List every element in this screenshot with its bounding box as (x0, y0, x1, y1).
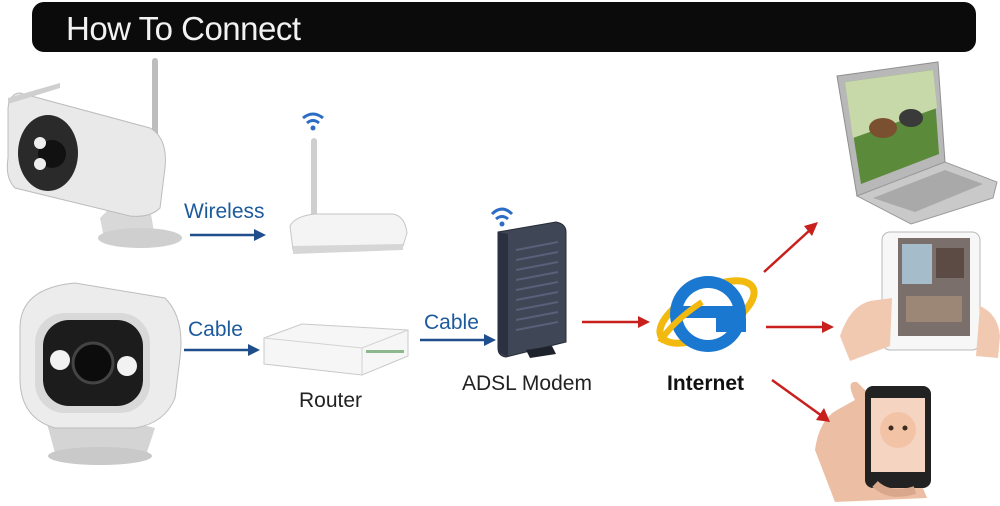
wireless-router-icon (289, 112, 408, 254)
wireless-camera-icon (6, 58, 182, 248)
arrow-modem-to-internet (582, 316, 650, 328)
arrow-wireless-to-router (190, 229, 266, 241)
title-bar: How To Connect (32, 2, 976, 52)
arrow-camera-to-router (184, 344, 260, 356)
modem-label: ADSL Modem (462, 372, 592, 395)
cable-camera-icon (19, 282, 182, 465)
router-label: Router (299, 389, 363, 412)
adsl-modem-icon (490, 207, 567, 358)
tablet-icon (840, 231, 1000, 361)
arrow-internet-to-phone (771, 378, 830, 422)
internet-icon (656, 276, 758, 352)
internet-label: Internet (667, 372, 745, 395)
arrow-internet-to-tablet (766, 321, 834, 333)
phone-icon (815, 381, 931, 502)
router-icon (263, 323, 409, 376)
cable-label-right: Cable (424, 311, 479, 334)
arrow-router-to-modem (420, 334, 496, 346)
cable-label-left: Cable (188, 318, 243, 341)
laptop-icon (836, 61, 998, 225)
arrow-internet-to-laptop (763, 222, 818, 273)
page-title: How To Connect (66, 10, 301, 47)
wireless-label: Wireless (184, 200, 265, 223)
